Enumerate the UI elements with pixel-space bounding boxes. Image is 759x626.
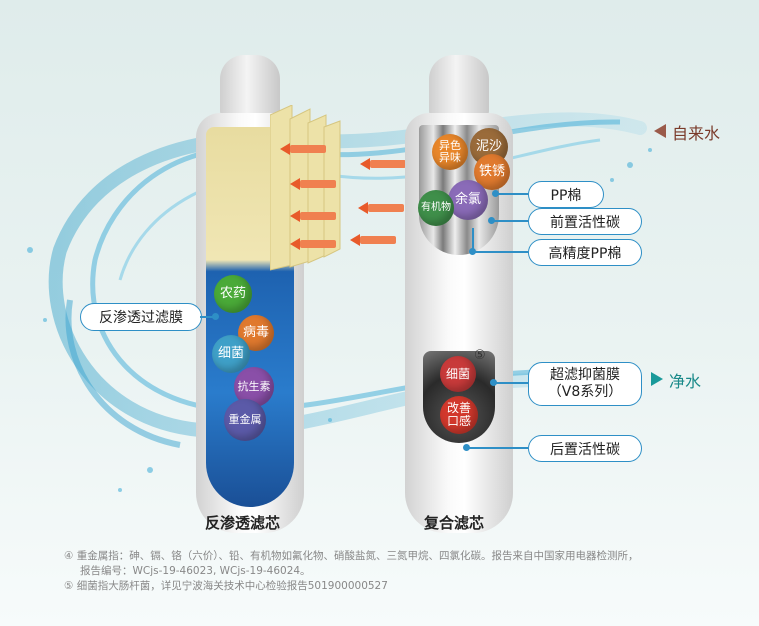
note-report-number: 报告编号：WCjs-19-46023, WCjs-19-46024。 <box>80 565 311 577</box>
composite-ball-color-odor: 异色 异味 <box>432 134 468 170</box>
ro-cartridge-cap <box>220 55 280 117</box>
composite-ball-chlorine: 余氯 <box>448 180 488 220</box>
composite-ball-organic: 有机物 <box>418 190 454 226</box>
leader-pre-carbon <box>494 220 528 222</box>
ro-ball-pesticide: 农药 <box>214 275 252 313</box>
leader-post-carbon <box>469 447 528 449</box>
leader-hd-pp <box>475 251 528 253</box>
label-pp-cotton: PP棉 <box>528 181 604 208</box>
ro-ball-bacteria: 细菌 <box>212 335 250 373</box>
note-heavy-metals: ④ 重金属指：砷、镉、铬（六价）、铅、有机物如氟化物、硝酸盐氮、三氮甲烷、四氯化… <box>64 550 639 562</box>
ro-membrane-sheets <box>270 105 341 271</box>
leader-dot-hd-pp <box>469 248 476 255</box>
leader-uf <box>496 382 528 384</box>
label-uf-line2: （V8系列） <box>547 384 623 400</box>
caption-ro-cartridge: 反渗透滤芯 <box>205 514 281 532</box>
leader-hd-pp-v <box>472 228 474 252</box>
triangle-right-icon <box>651 372 663 386</box>
label-tap-water: 自来水 <box>672 124 721 143</box>
leader-dot-pp <box>492 190 499 197</box>
note-bacteria: ⑤ 细菌指大肠杆菌，详见宁波海关技术中心检验报告501900000527 <box>64 580 388 592</box>
leader-dot-uf <box>490 379 497 386</box>
label-ro-membrane: 反渗透过滤膜 <box>80 303 202 331</box>
triangle-left-icon <box>654 124 666 138</box>
label-uf-membrane: 超滤抑菌膜 （V8系列） <box>528 362 642 406</box>
circle-mark-5: ⑤ <box>474 348 486 363</box>
caption-composite-cartridge: 复合滤芯 <box>424 514 485 532</box>
composite-cartridge-cap <box>429 55 489 117</box>
ro-ball-heavy-metal: 重金属 <box>224 399 266 441</box>
lower-ball-taste: 改善 口感 <box>440 396 478 434</box>
lower-ball-bacteria: 细菌 <box>440 356 476 392</box>
leader-pp <box>498 193 528 195</box>
leader-dot-pre-carbon <box>488 217 495 224</box>
leader-dot-post-carbon <box>463 444 470 451</box>
label-pre-carbon: 前置活性碳 <box>528 208 642 235</box>
label-pure-water: 净水 <box>669 372 702 391</box>
label-post-carbon: 后置活性碳 <box>528 435 642 462</box>
leader-dot-ro-membrane <box>212 312 219 320</box>
leader-ro-membrane <box>200 316 214 318</box>
label-uf-line1: 超滤抑菌膜 <box>550 367 620 384</box>
label-hd-pp-cotton: 高精度PP棉 <box>528 239 642 266</box>
